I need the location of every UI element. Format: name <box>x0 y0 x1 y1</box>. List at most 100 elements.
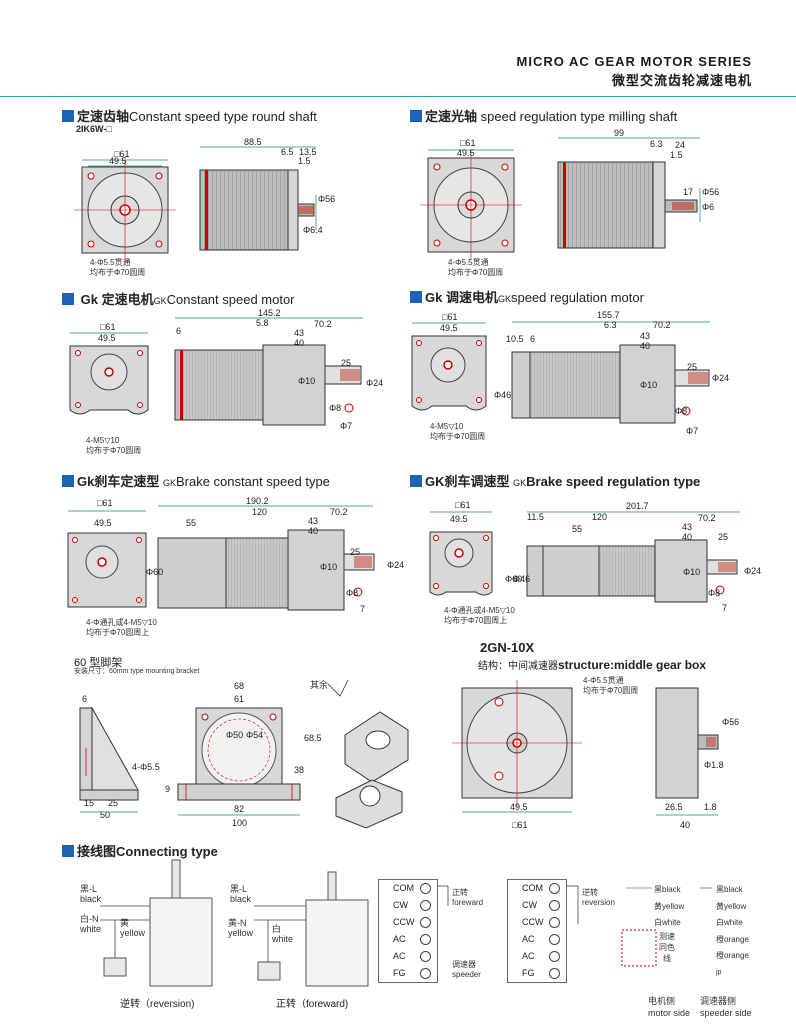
section-marker-icon <box>410 475 422 487</box>
dim-label: 6.3 <box>604 320 617 330</box>
header-title-cn: 微型交流齿轮减速电机 <box>611 73 752 88</box>
dim-label: 82 <box>234 804 244 814</box>
dim-label: 25 <box>350 547 360 557</box>
dim-label: 100 <box>232 818 247 828</box>
dim-label: □61 <box>455 500 470 510</box>
dim-label: 11.5 <box>527 512 544 522</box>
front-view-brake-constant <box>67 532 147 608</box>
gearbox-front-view <box>452 680 582 808</box>
dim-label: Φ6 <box>702 202 714 212</box>
dim-label: 40 <box>680 820 690 830</box>
wiring-motor-foreward <box>254 871 369 987</box>
dim-label: 43 <box>640 331 650 341</box>
terminal-row: AC <box>508 931 566 948</box>
terminal-row: FG <box>508 965 566 982</box>
section-marker-icon <box>410 110 422 122</box>
dim-label: 99 <box>614 128 624 138</box>
dim-label: 17 <box>683 187 693 197</box>
dim-label: Φ6.4 <box>303 225 323 235</box>
dim-label: 1.5 <box>298 156 311 166</box>
dim-label: 120 <box>252 507 267 517</box>
dim-label: Φ54 <box>246 730 263 740</box>
dim-label: Φ56 <box>318 194 335 204</box>
side-view-gk-speed <box>511 344 710 424</box>
front-view-round-shaft <box>74 160 176 262</box>
dim-label: Φ24 <box>712 373 729 383</box>
dim-label: 24 <box>675 140 685 150</box>
dim-label: 49.5 <box>98 333 116 343</box>
terminal-row: AC <box>379 948 437 965</box>
terminal-row: COM <box>508 880 566 897</box>
section-marker-icon <box>62 293 74 305</box>
dim-label: 55 <box>572 524 582 534</box>
dim-label: 70.2 <box>698 513 716 523</box>
dim-label: 68.5 <box>304 733 322 743</box>
side-view-gk-constant <box>174 344 362 426</box>
dim-label: 6 <box>82 694 87 704</box>
caption-foreward: 正转（foreward) <box>276 999 349 1010</box>
dim-label: 190.2 <box>246 496 269 506</box>
front-view-milling-shaft <box>420 150 522 260</box>
terminal-table-foreward: COM CW CCW AC AC FG <box>378 879 438 983</box>
dim-label: 61 <box>234 694 244 704</box>
dim-label: 49.5 <box>510 802 528 812</box>
dim-label: 13.5 <box>299 147 317 157</box>
dim-label: □61 <box>114 149 129 159</box>
dim-label: 5.8 <box>256 318 269 328</box>
dim-label: 25 <box>718 532 728 542</box>
dim-label: 70.2 <box>653 320 671 330</box>
dim-label: Φ24 <box>744 566 761 576</box>
dim-label: Φ60 <box>146 567 163 577</box>
dim-label: Φ7 <box>340 421 352 431</box>
front-view-gk-constant <box>69 345 149 415</box>
dim-label: 40 <box>640 341 650 351</box>
terminal-row: AC <box>508 948 566 965</box>
bracket-title: 60 型脚架 <box>74 657 123 669</box>
dim-label: 68 <box>234 681 244 691</box>
bracket-iso-view-bottom <box>335 779 403 829</box>
dim-label: □61 <box>97 498 112 508</box>
terminal-row: CCW <box>379 914 437 931</box>
surface-finish-icon <box>327 679 349 697</box>
bracket-subtitle: 安装尺寸：60mm type mounting bracket <box>74 668 200 675</box>
dim-label: 6 <box>530 334 535 344</box>
header-divider <box>0 96 796 97</box>
dim-label: 55 <box>186 518 196 528</box>
dim-label: Φ8 <box>675 406 687 416</box>
dim-label: 9 <box>165 784 170 794</box>
section-marker-icon <box>410 291 422 303</box>
dim-label: 43 <box>294 328 304 338</box>
dim-label: Φ24 <box>366 378 383 388</box>
dim-label: Φ10 <box>320 562 337 572</box>
dim-label: □61 <box>512 820 527 830</box>
dim-label: 26.5 <box>665 802 683 812</box>
dim-label: 70.2 <box>330 507 348 517</box>
section-title-milling-shaft: 定速光轴 speed regulation type milling shaft <box>410 106 677 125</box>
terminal-row: COM <box>379 880 437 897</box>
bracket-front-view <box>177 707 301 801</box>
hole-note-2: 4-Φ5.5贯通均布于Φ70圆周 <box>448 258 504 277</box>
dim-label: Φ8 <box>329 403 341 413</box>
section-marker-icon <box>62 845 74 857</box>
section-title-gk-brake-constant: Gk刹车定速型 GKBrake constant speed type <box>62 471 330 490</box>
dim-label: 49.5 <box>450 514 468 524</box>
dim-label: □61 <box>460 138 475 148</box>
section-title-gk-speed: Gk 调速电机GKspeed regulation motor <box>410 287 644 306</box>
dim-label: Φ10 <box>683 567 700 577</box>
dim-label: 25 <box>687 362 697 372</box>
dim-label: 43 <box>682 522 692 532</box>
dim-label: Φ10 <box>298 376 315 386</box>
dim-label: 1.5 <box>670 150 683 160</box>
gearbox-side-view <box>655 687 719 799</box>
section-title-connecting: 接线图Connecting type <box>62 841 218 860</box>
